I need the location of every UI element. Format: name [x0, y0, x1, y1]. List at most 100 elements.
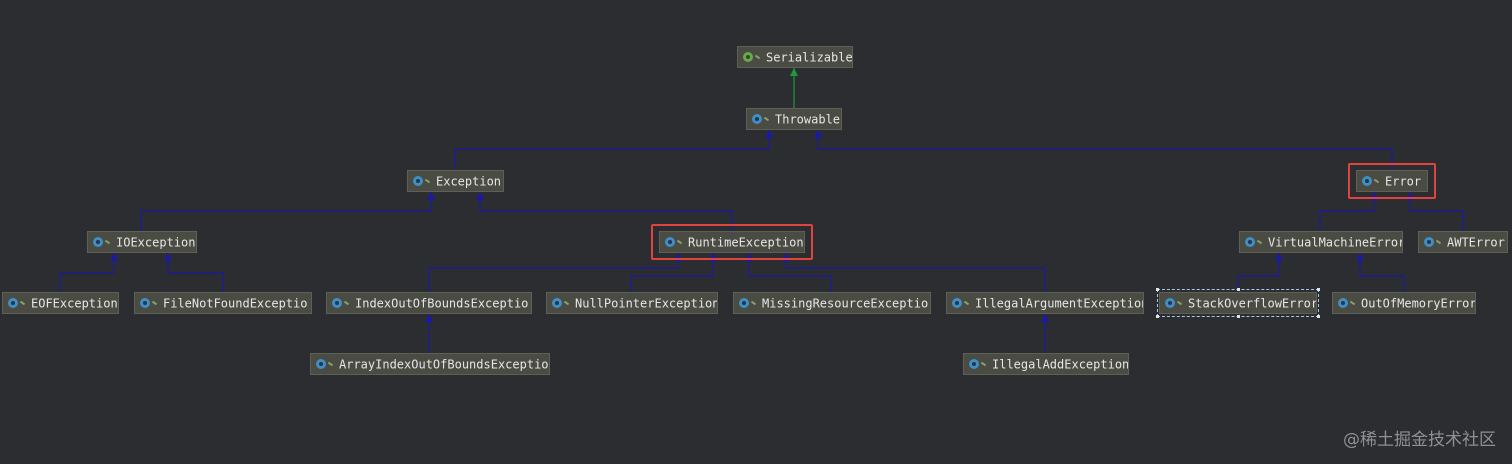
visibility-icon [104, 239, 111, 244]
class-icon [140, 297, 150, 308]
class-node-eofexception[interactable]: EOFException [2, 292, 119, 314]
class-name-label: AWTError [1447, 235, 1505, 250]
visibility-icon [343, 300, 350, 305]
class-node-outofmemoryerror[interactable]: OutOfMemoryError [1332, 292, 1476, 314]
edge-exception-to-throwable [454, 130, 773, 170]
edge-illegalargumentexception-to-runtimeexception [782, 253, 1046, 292]
edge-throwable-to-serializable [790, 68, 798, 108]
highlight-box-runtimeexception [651, 224, 813, 260]
visibility-icon [1435, 239, 1442, 244]
visibility-icon [763, 116, 770, 121]
arrowhead [164, 253, 172, 261]
visibility-icon [1256, 239, 1263, 244]
edge-illegaladdexception-to-illegalargumentexception [1041, 314, 1049, 353]
class-name-label: IndexOutOfBoundsExceptio [355, 296, 529, 311]
class-node-virtualmachineerror[interactable]: VirtualMachineError [1239, 231, 1403, 253]
resize-handle[interactable] [1317, 288, 1320, 291]
class-name-label: ArrayIndexOutOfBoundsExceptio [339, 357, 549, 372]
class-name-label: IllegalArgumentException [975, 296, 1144, 311]
class-node-nullpointerexception[interactable]: NullPointerException [546, 292, 718, 314]
arrowhead [1041, 314, 1049, 322]
arrowhead [425, 314, 433, 322]
class-icon [552, 297, 562, 308]
class-name-label: IllegalAddException [992, 357, 1129, 372]
visibility-icon [151, 300, 158, 305]
class-name-label: NullPointerException [575, 296, 718, 311]
class-icon [1245, 236, 1255, 247]
arrowhead [110, 253, 118, 261]
class-name-label: Exception [436, 174, 502, 189]
edge-arrayindexoutofboundsexception-to-indexoutofboundsexception [425, 314, 433, 353]
class-node-stackoverflowerror[interactable]: StackOverflowError [1159, 292, 1317, 314]
class-node-indexoutofboundsexception[interactable]: IndexOutOfBoundsExceptio [326, 292, 532, 314]
class-name-label: VirtualMachineError [1268, 235, 1403, 250]
resize-handle[interactable] [1237, 315, 1240, 318]
class-icon [1424, 236, 1434, 247]
arrowhead [1356, 253, 1364, 261]
visibility-icon [750, 300, 757, 305]
class-icon [952, 297, 962, 308]
class-icon [1165, 297, 1175, 308]
edge-error-to-throwable [814, 130, 1393, 170]
class-name-label: FileNotFoundExceptio [163, 296, 308, 311]
class-name-label: RuntimeException [688, 235, 804, 250]
class-icon [316, 358, 326, 369]
selection-frame [1157, 289, 1319, 317]
class-name-label: MissingResourceExceptio [762, 296, 929, 311]
class-node-error[interactable]: Error [1356, 170, 1428, 192]
visibility-icon [563, 300, 570, 305]
class-node-arrayindexoutofboundsexception[interactable]: ArrayIndexOutOfBoundsExceptio [310, 353, 550, 375]
edge-ioexception-to-exception [140, 192, 435, 231]
edge-runtimeexception-to-exception [476, 192, 733, 231]
edge-indexoutofboundsexception-to-runtimeexception [428, 253, 682, 292]
arrowhead [427, 192, 435, 200]
class-icon [413, 175, 423, 186]
class-name-label: Throwable [775, 112, 841, 127]
interface-icon [743, 51, 753, 62]
class-icon [93, 236, 103, 247]
resize-handle[interactable] [1156, 288, 1159, 291]
resize-handle[interactable] [1237, 288, 1240, 291]
arrowhead [814, 130, 822, 138]
class-node-illegaladdexception[interactable]: IllegalAddException [963, 353, 1129, 375]
arrowhead [765, 130, 773, 138]
class-node-illegalargumentexception[interactable]: IllegalArgumentException [946, 292, 1144, 314]
class-node-runtimeexception[interactable]: RuntimeException [659, 231, 805, 253]
class-icon [969, 358, 979, 369]
resize-handle[interactable] [1156, 315, 1159, 318]
edge-eofexception-to-ioexception [59, 253, 118, 292]
class-name-label: StackOverflowError [1188, 296, 1317, 311]
class-name-label: EOFException [31, 296, 118, 311]
class-icon [1338, 297, 1348, 308]
class-node-exception[interactable]: Exception [407, 170, 504, 192]
class-icon [1362, 175, 1372, 186]
class-name-label: OutOfMemoryError [1361, 296, 1476, 311]
class-icon [8, 297, 18, 308]
resize-handle[interactable] [1317, 315, 1320, 318]
arrowhead [790, 68, 798, 76]
class-node-serializable[interactable]: Serializable [737, 46, 853, 68]
class-node-ioexception[interactable]: IOException [87, 231, 197, 253]
class-node-awterror[interactable]: AWTError [1418, 231, 1508, 253]
highlight-box-error [1348, 163, 1436, 199]
watermark: @稀土掘金技术社区 [1343, 430, 1496, 450]
arrowhead [476, 192, 484, 200]
visibility-icon [327, 361, 334, 366]
visibility-icon [1349, 300, 1356, 305]
class-node-throwable[interactable]: Throwable [746, 108, 842, 130]
class-icon [665, 236, 675, 247]
class-node-missingresourceexception[interactable]: MissingResourceExceptio [733, 292, 931, 314]
class-name-label: Serializable [766, 50, 853, 65]
class-icon [752, 113, 762, 124]
arrowhead [1275, 253, 1283, 261]
edge-stackoverflowerror-to-virtualmachineerror [1237, 253, 1283, 292]
class-node-filenotfoundexception[interactable]: FileNotFoundExceptio [134, 292, 312, 314]
visibility-icon [980, 361, 987, 366]
class-name-label: Error [1385, 174, 1422, 189]
class-icon [739, 297, 749, 308]
visibility-icon [963, 300, 970, 305]
edge-filenotfoundexception-to-ioexception [164, 253, 224, 292]
class-icon [332, 297, 342, 308]
